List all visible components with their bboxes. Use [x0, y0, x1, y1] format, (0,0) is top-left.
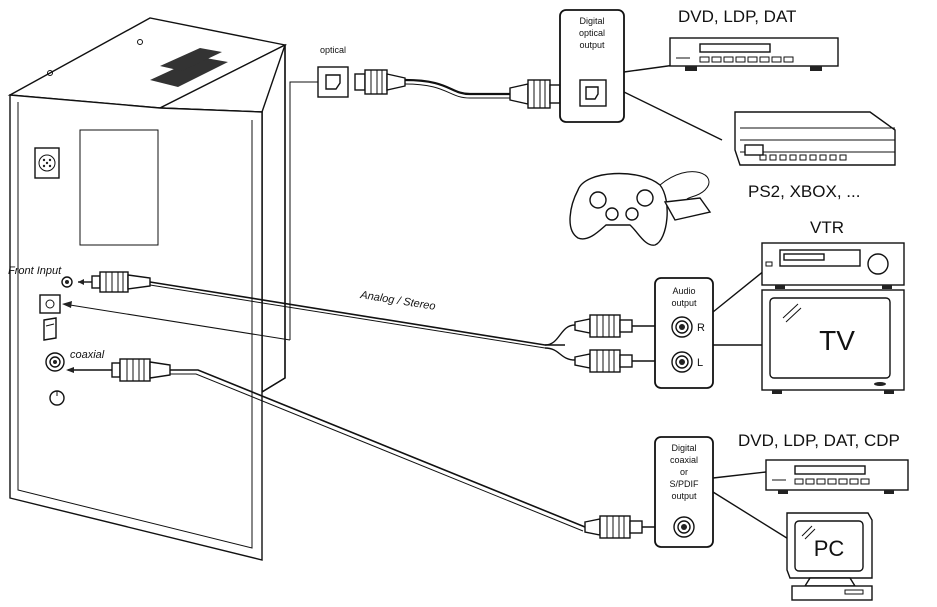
optical-plug-left-icon	[354, 69, 406, 95]
digital-optical-line-3: output	[579, 40, 605, 50]
power-jack-icon[interactable]	[39, 294, 61, 314]
speaker-cabinet	[7, 17, 288, 561]
game-controller-icon	[569, 171, 712, 246]
audio-output-line-2: output	[671, 298, 697, 308]
volume-knob-icon[interactable]	[49, 390, 65, 406]
digital-coaxial-line-3: or	[680, 467, 688, 477]
optical-output-port-icon	[579, 79, 607, 107]
coaxial-output-jack-icon	[673, 516, 695, 538]
back-panel	[79, 129, 159, 246]
pc-icon	[786, 512, 873, 601]
ps2-xbox-label: PS2, XBOX, ...	[748, 182, 860, 201]
coaxial-jack-icon[interactable]	[45, 352, 65, 372]
rca-plug-left-icon	[574, 349, 668, 373]
audio-output-line-1: Audio	[672, 286, 695, 296]
analog-stereo-label: Analog / Stereo	[359, 289, 437, 313]
rca-jack-right-icon	[671, 316, 693, 338]
power-switch-icon[interactable]	[43, 317, 57, 341]
front-input-plug-icon	[78, 271, 151, 293]
front-input-jack-icon[interactable]	[61, 276, 73, 288]
top-vent-icon	[150, 48, 228, 87]
audio-output-box	[654, 277, 714, 389]
digital-coaxial-line-4: S/PDIF	[669, 479, 699, 489]
dvd-ldp-dat-cdp-label: DVD, LDP, DAT, CDP	[738, 431, 900, 450]
vtr-label: VTR	[810, 218, 844, 237]
digital-optical-line-2: optical	[579, 28, 605, 38]
dvd-ldp-dat-label: DVD, LDP, DAT	[678, 7, 796, 26]
tv-icon	[761, 289, 905, 394]
optical-label: optical	[320, 45, 346, 55]
coaxial-plug-right-icon	[584, 515, 672, 539]
din-connector-icon	[34, 147, 60, 179]
right-channel-label: R	[697, 322, 705, 334]
dvd-player-icon	[669, 37, 839, 71]
coaxial-label: coaxial	[70, 349, 105, 361]
front-input-label: Front Input	[8, 265, 62, 277]
optical-port-icon	[317, 66, 349, 98]
digital-optical-output-box	[559, 9, 625, 123]
digital-coaxial-line-1: Digital	[671, 443, 696, 453]
rca-plug-right-icon	[574, 314, 668, 338]
pc-label: PC	[814, 536, 845, 561]
game-console-icon	[734, 111, 896, 166]
digital-optical-line-1: Digital	[579, 16, 604, 26]
digital-coaxial-line-5: output	[671, 491, 697, 501]
vtr-icon	[761, 242, 905, 289]
coaxial-plug-icon	[66, 358, 171, 382]
tv-label: TV	[819, 325, 855, 356]
cd-player-icon	[765, 459, 909, 494]
digital-coaxial-line-2: coaxial	[670, 455, 698, 465]
rca-jack-left-icon	[671, 351, 693, 373]
left-channel-label: L	[697, 357, 703, 369]
